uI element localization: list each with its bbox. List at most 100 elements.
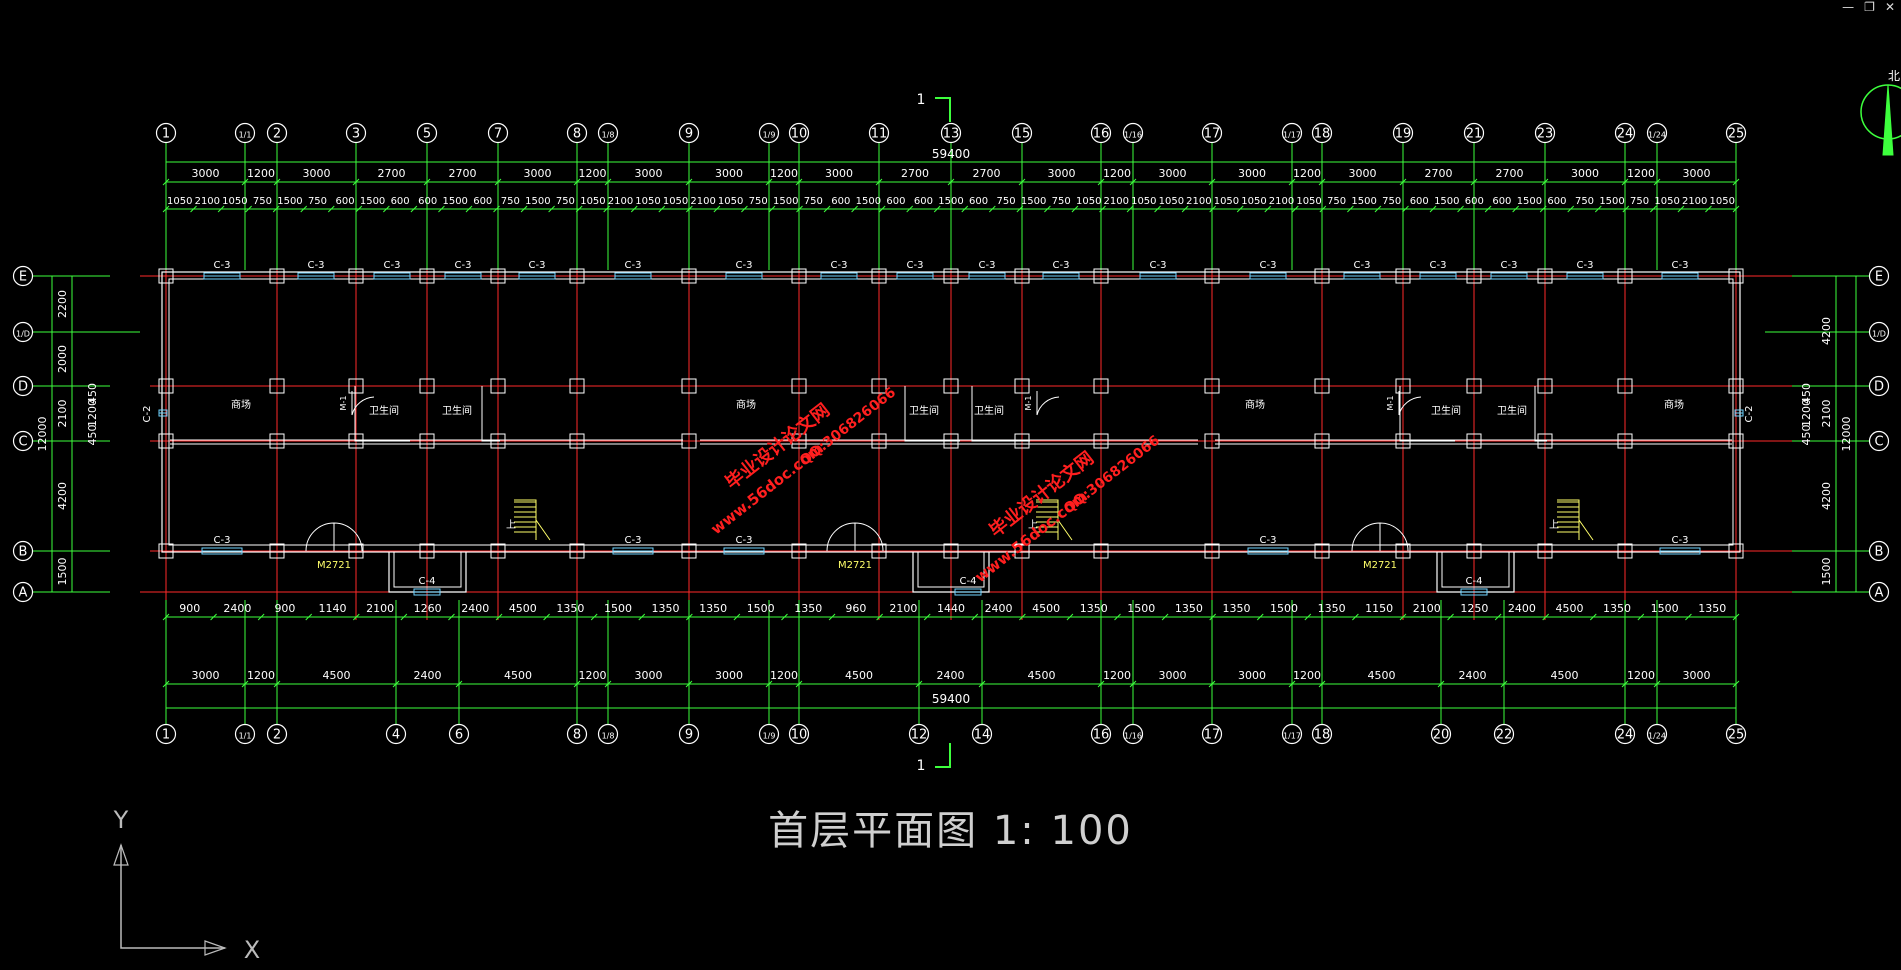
column xyxy=(419,433,435,449)
entrance-wall xyxy=(912,552,990,593)
minimize-button[interactable]: — xyxy=(1842,0,1855,14)
dimension-text: 1350 xyxy=(1318,602,1346,615)
dimension-text: 1500 xyxy=(856,196,881,207)
column xyxy=(1204,433,1220,449)
dimension-tick xyxy=(1256,613,1264,621)
dimension-text: 600 xyxy=(418,196,437,207)
window-tag: C-3 xyxy=(625,535,642,546)
dimension-tick xyxy=(1264,205,1272,213)
column xyxy=(1537,378,1553,394)
dimension-tick xyxy=(915,680,923,688)
dimension-text: 1200 xyxy=(770,669,798,682)
axis-bubble xyxy=(1430,723,1452,745)
ucs-axes xyxy=(120,845,225,949)
dimension-tick xyxy=(1621,178,1629,186)
dimension-text: 1050 xyxy=(222,196,247,207)
dimension-tick xyxy=(400,613,408,621)
dimension-text: 2700 xyxy=(973,167,1001,180)
axis-bubble xyxy=(1201,122,1223,144)
dimension-text: 1500 xyxy=(773,196,798,207)
column xyxy=(1466,543,1482,559)
dimension-text: 2400 xyxy=(461,602,489,615)
dimension-text: 3000 xyxy=(1238,669,1266,682)
axis-bubble xyxy=(12,321,34,343)
axis-label: E xyxy=(19,270,27,285)
dimension-tick xyxy=(978,680,986,688)
dimension-tick xyxy=(768,205,776,213)
column xyxy=(791,543,807,559)
dimension-tick xyxy=(1288,178,1296,186)
dimension-text: 960 xyxy=(845,602,866,615)
dimension-text: 1200 xyxy=(579,167,607,180)
column xyxy=(1314,433,1330,449)
door-tag: M2721 xyxy=(838,560,872,571)
axis-bubble xyxy=(566,122,588,144)
axis-label: 1/17 xyxy=(1283,732,1301,741)
section-mark: 1 xyxy=(917,92,926,108)
dimension-tick xyxy=(923,613,931,621)
column xyxy=(490,378,506,394)
axis-bubble xyxy=(12,375,34,397)
dimension-text: 1500 xyxy=(1127,602,1155,615)
door-swing xyxy=(826,522,884,552)
dimension-tick xyxy=(465,205,473,213)
column xyxy=(1093,543,1109,559)
axis-bubble xyxy=(566,723,588,745)
axis-bubble xyxy=(1725,723,1747,745)
axis-bubble xyxy=(971,723,993,745)
axis-bubble xyxy=(448,723,470,745)
axis-label: 20 xyxy=(1433,728,1450,743)
dimension-tick xyxy=(241,178,249,186)
dimension-tick xyxy=(1677,205,1685,213)
dimension-tick xyxy=(685,613,693,621)
dimension-tick xyxy=(828,613,836,621)
axis-label: 19 xyxy=(1395,127,1412,142)
column xyxy=(1728,378,1744,394)
window-tag: C-3 xyxy=(1430,260,1447,271)
dimension-tick xyxy=(1126,205,1134,213)
dimension-text: 750 xyxy=(1575,196,1594,207)
dimension-text: 1200 xyxy=(1103,669,1131,682)
axis-bubble xyxy=(487,122,509,144)
dimension-text: 600 xyxy=(969,196,988,207)
dimension-tick xyxy=(961,205,969,213)
column xyxy=(348,268,364,284)
dimension-text: 600 xyxy=(391,196,410,207)
axis-bubble xyxy=(12,265,34,287)
dimension-text: 900 xyxy=(274,602,295,615)
axis-label: 11 xyxy=(871,127,888,142)
column xyxy=(1093,433,1109,449)
dimension-tick xyxy=(685,178,693,186)
dimension-tick xyxy=(1705,205,1712,213)
dimension-text: 1050 xyxy=(718,196,743,207)
dimension-text: 750 xyxy=(997,196,1016,207)
window-tag: C-3 xyxy=(907,260,924,271)
axis-label: 1/24 xyxy=(1648,732,1666,741)
dimension-text: 2000 xyxy=(56,345,69,373)
restore-button[interactable]: ❐ xyxy=(1864,0,1875,14)
dimension-text: 2700 xyxy=(449,167,477,180)
door-swing xyxy=(1036,391,1060,416)
dimension-tick xyxy=(1732,205,1740,213)
dimension-text: 2100 xyxy=(1820,400,1833,428)
dimension-text: 1050 xyxy=(1159,196,1184,207)
dimension-text: 1050 xyxy=(1214,196,1239,207)
dimension-tick xyxy=(241,680,249,688)
column xyxy=(791,268,807,284)
dimension-text: 1500 xyxy=(1651,602,1679,615)
dimension-tick xyxy=(1208,178,1216,186)
close-button[interactable]: ✕ xyxy=(1884,0,1895,14)
dimension-text: 2700 xyxy=(1496,167,1524,180)
window-tag: C-3 xyxy=(529,260,546,271)
dimension-text: 2100 xyxy=(608,196,633,207)
dimension-text: 1200 xyxy=(1293,167,1321,180)
window-tag: C-3 xyxy=(1260,535,1277,546)
dimension-text: 1500 xyxy=(747,602,775,615)
window-tag: C-3 xyxy=(831,260,848,271)
dimension-text: 1200 xyxy=(247,669,275,682)
axis-bubble xyxy=(1090,723,1112,745)
axis-bubble xyxy=(758,122,780,144)
dimension-tick xyxy=(1071,205,1079,213)
